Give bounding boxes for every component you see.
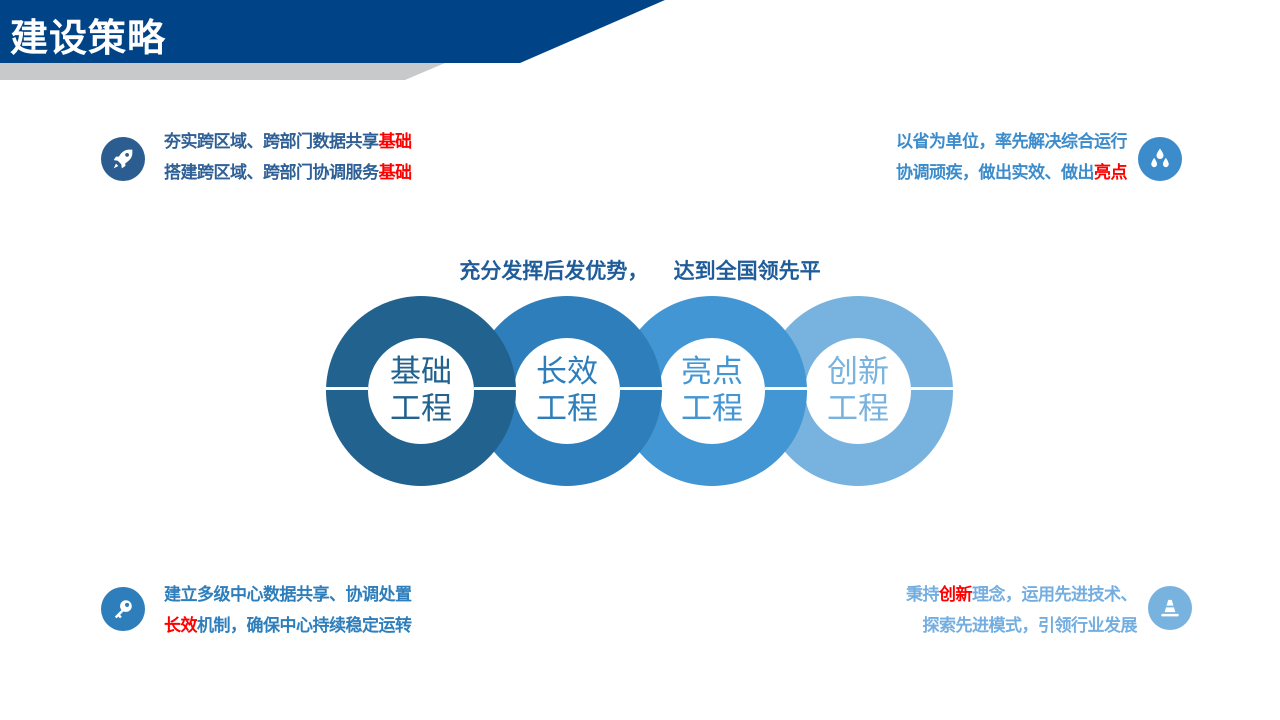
ring-innovation-label-line2: 工程 [827, 391, 889, 427]
water-drops-badge [1138, 137, 1182, 181]
blurb-top-right-line2: 协调顽疾，做出实效、做出亮点 [896, 163, 1128, 183]
ring-foundation-label-line2: 工程 [390, 391, 452, 427]
ring-longterm-label: 长效工程 [472, 354, 662, 428]
ring-innovation: 创新工程 [763, 296, 953, 486]
blurb-top-right-line1: 以省为单位，率先解决综合运行 [896, 132, 1128, 152]
cone-icon [1161, 599, 1179, 617]
ring-longterm-label-line1: 长效 [536, 354, 598, 390]
ring-highlight: 亮点工程 [617, 296, 807, 486]
ring-highlight-label-line2: 工程 [681, 391, 743, 427]
blurb-bottom-right-line1: 秉持创新理念，运用先进技术、 [906, 585, 1138, 605]
ring-longterm: 长效工程 [472, 296, 662, 486]
tagline: 充分发挥后发优势， 达到全国领先平 [459, 259, 821, 283]
blurb-top-right: 以省为单位，率先解决综合运行 协调顽疾，做出实效、做出亮点 [896, 127, 1128, 189]
ring-highlight-label: 亮点工程 [617, 354, 807, 428]
water-drops-icon [1151, 148, 1169, 168]
blurb-top-left-line2: 搭建跨区域、跨部门协调服务基础 [164, 163, 412, 183]
blurb-top-left: 夯实跨区域、跨部门数据共享基础 搭建跨区域、跨部门协调服务基础 [164, 127, 412, 189]
ring-longterm-label-line2: 工程 [536, 391, 598, 427]
blurb-bottom-left-line1: 建立多级中心数据共享、协调处置 [164, 585, 412, 605]
banner-main-shape [0, 0, 665, 63]
ring-highlight-shape [617, 296, 807, 486]
ring-foundation-shape [326, 296, 516, 486]
title-banner [0, 0, 665, 80]
ring-innovation-label: 创新工程 [763, 354, 953, 428]
key-badge [101, 587, 145, 631]
ring-highlight-label-line1: 亮点 [681, 354, 743, 390]
cone-badge [1148, 586, 1192, 630]
ring-foundation-label-line1: 基础 [390, 354, 452, 390]
blurb-bottom-right-line2: 探索先进模式，引领行业发展 [922, 616, 1138, 636]
blurb-bottom-left-line2: 长效机制，确保中心持续稳定运转 [164, 616, 412, 636]
ring-foundation: 基础工程 [326, 296, 516, 486]
banner-accent-stripe [0, 63, 445, 80]
rocket-badge [101, 137, 145, 181]
blurb-bottom-left: 建立多级中心数据共享、协调处置 长效机制，确保中心持续稳定运转 [164, 580, 412, 642]
ring-innovation-shape [763, 296, 953, 486]
blurb-bottom-right: 秉持创新理念，运用先进技术、 探索先进模式，引领行业发展 [906, 580, 1138, 642]
slide-title: 建设策略 [10, 16, 167, 60]
rocket-icon [113, 149, 133, 169]
key-icon [114, 600, 132, 619]
blurb-top-left-line1: 夯实跨区域、跨部门数据共享基础 [164, 132, 412, 152]
ring-foundation-label: 基础工程 [326, 354, 516, 428]
ring-innovation-label-line1: 创新 [827, 354, 889, 390]
ring-longterm-shape [472, 296, 662, 486]
